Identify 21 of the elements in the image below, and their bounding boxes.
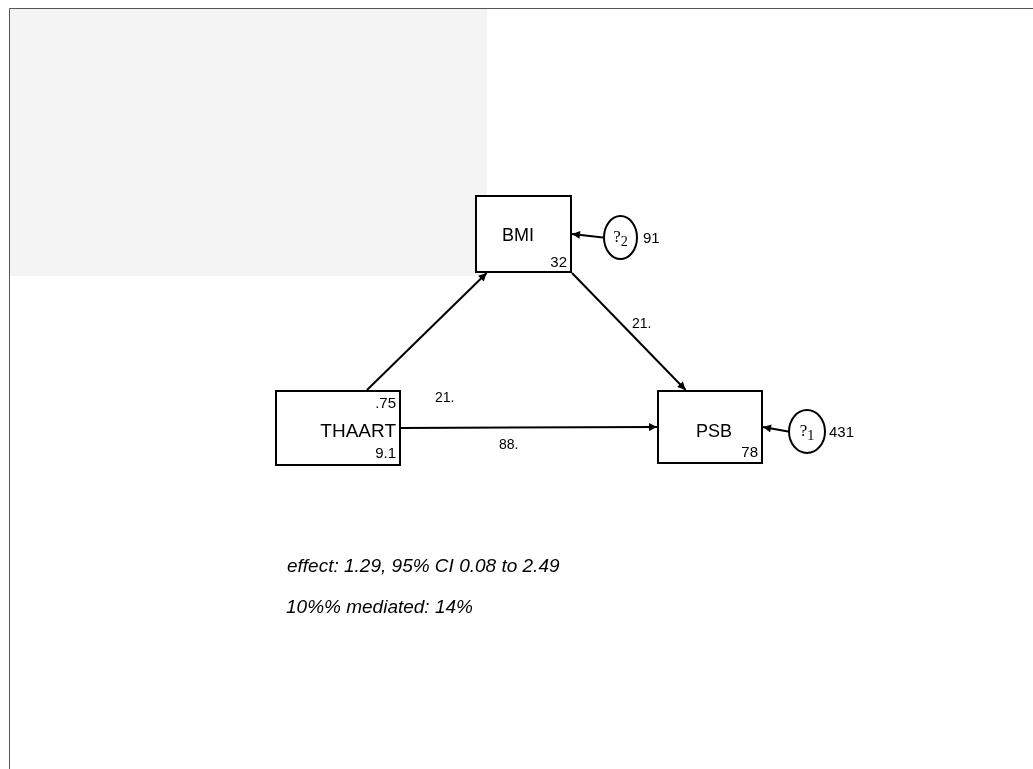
note-text: effect: 1.29, 95% CI 0.08 to 2.49 [287,555,560,577]
variable-box [275,390,401,466]
variance-value: 431 [829,424,855,439]
variable-box [475,195,572,273]
variable-name: PSB [696,422,733,440]
arrow [400,423,658,432]
arrow [762,424,789,433]
variance-value: 32 [550,254,567,269]
variance-value: 91 [643,230,660,245]
variance-value: .75 [375,395,396,410]
variable-box [657,390,763,464]
error-term-label: ?$_{2}$ [612,227,629,248]
variance-value: 9.1 [375,445,396,460]
note-text: 10%% mediated: 14% [286,596,473,618]
variable-name: THAART [320,421,396,440]
arrow [571,230,604,239]
error-term-label: ?$_{1}$ [798,421,816,442]
variance-value: 78 [741,444,758,459]
arrow [366,272,488,391]
arrow [571,272,687,391]
variable-name: BMI [502,226,534,244]
